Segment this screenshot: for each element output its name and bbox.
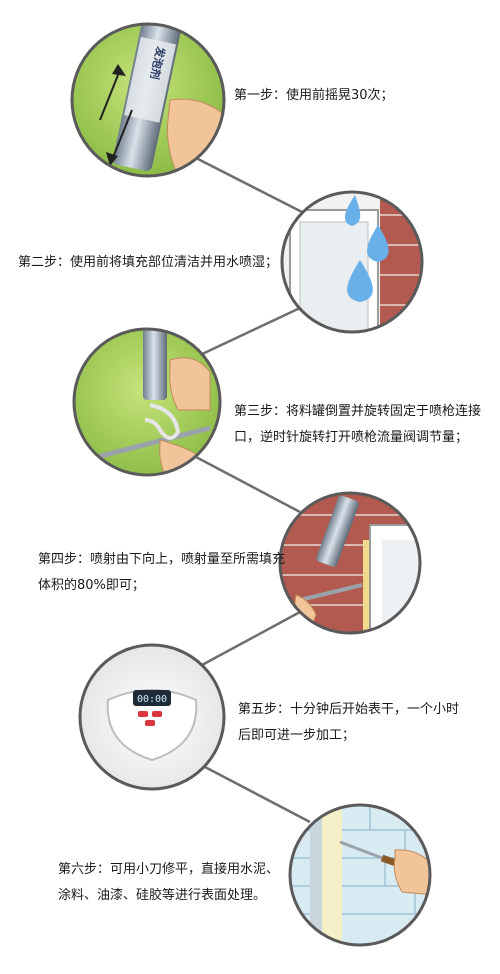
knife-blade xyxy=(339,840,383,860)
step1-shake-illustration: 发泡剂 xyxy=(70,22,226,178)
water-drop-icon xyxy=(347,260,373,302)
water-drop-icon xyxy=(344,195,361,226)
connector-lines xyxy=(195,156,311,824)
can-label-text: 发泡剂 xyxy=(148,44,169,80)
step6-text: 第六步：可用小刀修平，直接用水泥、涂料、油漆、硅胶等进行表面处理。 xyxy=(58,862,280,903)
timer-button-icon xyxy=(138,711,148,717)
foam-gun-barrel xyxy=(84,425,211,463)
step3-circle-border xyxy=(72,327,222,477)
step4-spray-illustration xyxy=(278,491,422,635)
step4-text: 第四步：喷射由下向上，喷射量至所需填充体积的80%即可； xyxy=(38,552,286,593)
connector-1-2 xyxy=(195,156,303,214)
step4-circle-border xyxy=(278,491,422,635)
step3-gun-illustration xyxy=(72,327,222,477)
timer-button-icon xyxy=(145,720,155,726)
timer-screen xyxy=(133,690,171,706)
spray-can xyxy=(143,329,167,400)
step5-timer-illustration: 00:00 xyxy=(78,643,226,791)
step2-text: 第二步：使用前将填充部位清洁并用水喷湿； xyxy=(18,255,279,270)
shake-arrow-down xyxy=(111,109,133,161)
step6-trim-illustration xyxy=(288,803,432,947)
timer-display-text: 00:00 xyxy=(137,694,167,705)
shake-arrow-up xyxy=(99,69,121,121)
step1-circle-border xyxy=(70,22,226,178)
step2-circle-border xyxy=(280,190,424,334)
timer-button-icon xyxy=(152,711,162,717)
step2-water-illustration xyxy=(280,190,424,334)
spray-can xyxy=(316,495,359,567)
hand xyxy=(393,849,430,896)
connector-5-6 xyxy=(204,765,311,824)
connector-3-4 xyxy=(195,455,301,514)
brick-wall xyxy=(380,192,422,332)
step6-circle-border xyxy=(288,803,432,947)
step1-text: 第一步：使用前摇晃30次； xyxy=(234,88,394,103)
step3-text: 第三步：将料罐倒置并旋转固定于喷枪连接口，逆时针旋转打开喷枪流量阀调节量； xyxy=(234,404,482,445)
water-drop-icon xyxy=(367,225,389,262)
foam-strip xyxy=(320,805,342,945)
connector-2-3 xyxy=(197,306,301,358)
step5-circle-border xyxy=(78,643,226,791)
step5-text: 第五步：十分钟后开始表干，一个小时后即可进一步加工； xyxy=(238,702,460,743)
connector-4-5 xyxy=(201,610,301,667)
